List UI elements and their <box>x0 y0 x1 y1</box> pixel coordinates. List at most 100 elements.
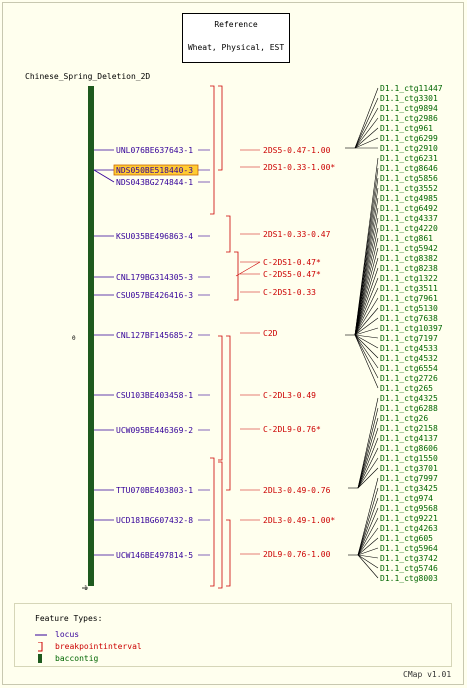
contig-label[interactable]: D1.1_ctg3552 <box>380 184 438 193</box>
breakpoint-label[interactable]: 2DL3-0.49-0.76 <box>263 486 331 495</box>
breakpoint-label[interactable]: 2DL3-0.49-1.00* <box>263 516 335 525</box>
contig-label[interactable]: D1.1_ctg3301 <box>380 94 438 103</box>
contig-label[interactable]: D1.1_ctg605 <box>380 534 433 543</box>
locus-label[interactable]: CSU103BE403458-1 <box>116 391 193 400</box>
contig-label[interactable]: D1.1_ctg8646 <box>380 164 438 173</box>
breakpoint-label[interactable]: 2DS1-0.33-0.47 <box>263 230 331 239</box>
locus-label[interactable]: CNL127BF145685-2 <box>116 331 193 340</box>
correspondence-line <box>354 137 379 149</box>
contig-label[interactable]: D1.1_ctg7197 <box>380 334 438 343</box>
locus-item[interactable]: UCW146BE497814-5 <box>94 551 210 560</box>
contig-label[interactable]: D1.1_ctg265 <box>380 384 433 393</box>
contig-label[interactable]: D1.1_ctg10397 <box>380 324 443 333</box>
contig-label[interactable]: D1.1_ctg2910 <box>380 144 438 153</box>
map-title[interactable]: Chinese_Spring_Deletion_2D <box>25 72 151 81</box>
contig-label[interactable]: D1.1_ctg6299 <box>380 134 438 143</box>
locus-item[interactable]: CNL179BG314305-3 <box>94 273 210 282</box>
breakpoint-label[interactable]: C-2DS1-0.47* <box>263 258 321 267</box>
contig-label[interactable]: D1.1_ctg9568 <box>380 504 438 513</box>
contig-label[interactable]: D1.1_ctg6554 <box>380 364 438 373</box>
breakpoint-bracket[interactable] <box>226 335 231 491</box>
breakpoint-label[interactable]: 2DS1-0.33-1.00* <box>263 163 335 172</box>
contig-label[interactable]: D1.1_ctg7997 <box>380 474 438 483</box>
contig-label[interactable]: D1.1_ctg26 <box>380 414 428 423</box>
contig-label[interactable]: D1.1_ctg4325 <box>380 394 438 403</box>
contig-label[interactable]: D1.1_ctg9894 <box>380 104 438 113</box>
breakpoint-bracket[interactable] <box>234 251 239 301</box>
contig-label[interactable]: D1.1_ctg6288 <box>380 404 438 413</box>
contig-label[interactable]: D1.1_ctg5942 <box>380 244 438 253</box>
contig-label[interactable]: D1.1_ctg3511 <box>380 284 438 293</box>
breakpoint-label[interactable]: 2DS5-0.47-1.00 <box>263 146 331 155</box>
contig-label[interactable]: D1.1_ctg3425 <box>380 484 438 493</box>
contig-label[interactable]: D1.1_ctg8606 <box>380 444 438 453</box>
contig-label[interactable]: D1.1_ctg4985 <box>380 194 438 203</box>
locus-label[interactable]: KSU035BE496863-4 <box>116 232 193 241</box>
locus-label[interactable]: UNL076BE637643-1 <box>116 146 193 155</box>
locus-item[interactable]: CSU057BE426416-3 <box>94 291 210 300</box>
reference-subtitle: Wheat, Physical, EST <box>187 43 285 52</box>
breakpoint-bracket[interactable] <box>218 461 223 589</box>
contig-label[interactable]: D1.1_ctg961 <box>380 124 433 133</box>
contig-label[interactable]: D1.1_ctg7638 <box>380 314 438 323</box>
contig-label[interactable]: D1.1_ctg11447 <box>380 84 443 93</box>
contig-label[interactable]: D1.1_ctg861 <box>380 234 433 243</box>
contig-label[interactable]: D1.1_ctg4263 <box>380 524 438 533</box>
breakpoint-label[interactable]: C-2DS5-0.47* <box>263 270 321 279</box>
breakpoint-label[interactable]: C2D <box>263 329 278 338</box>
contig-label[interactable]: D1.1_ctg5746 <box>380 564 438 573</box>
contig-label[interactable]: D1.1_ctg4533 <box>380 344 438 353</box>
locus-item[interactable]: CNL127BF145685-2 <box>94 331 210 340</box>
contig-label[interactable]: D1.1_ctg2726 <box>380 374 438 383</box>
contig-label[interactable]: D1.1_ctg7961 <box>380 294 438 303</box>
locus-label[interactable]: UCD181BG607432-8 <box>116 516 193 525</box>
locus-item[interactable]: CSU103BE403458-1 <box>94 391 210 400</box>
breakpoint-bracket[interactable] <box>226 519 231 587</box>
breakpoint-bracket[interactable] <box>218 85 223 171</box>
locus-label[interactable]: UCW146BE497814-5 <box>116 551 193 560</box>
contig-label[interactable]: D1.1_ctg3701 <box>380 464 438 473</box>
locus-item[interactable]: TTU070BE403803-1 <box>94 486 210 495</box>
locus-item[interactable]: NDS043BG274844-1 <box>116 178 210 187</box>
contig-label[interactable]: D1.1_ctg8003 <box>380 574 438 583</box>
breakpoint-label[interactable]: C-2DL9-0.76* <box>263 425 321 434</box>
contig-label[interactable]: D1.1_ctg1550 <box>380 454 438 463</box>
contig-label[interactable]: D1.1_ctg5964 <box>380 544 438 553</box>
locus-label[interactable]: CNL179BG314305-3 <box>116 273 193 282</box>
contig-label[interactable]: D1.1_ctg4337 <box>380 214 438 223</box>
locus-label[interactable]: UCW095BE446369-2 <box>116 426 193 435</box>
contig-label[interactable]: D1.1_ctg2986 <box>380 114 438 123</box>
locus-label[interactable]: TTU070BE403803-1 <box>116 486 193 495</box>
contig-label[interactable]: D1.1_ctg6492 <box>380 204 438 213</box>
contig-label[interactable]: D1.1_ctg4137 <box>380 434 438 443</box>
contig-label[interactable]: D1.1_ctg3742 <box>380 554 438 563</box>
contig-label[interactable]: D1.1_ctg4220 <box>380 224 438 233</box>
locus-label[interactable]: NDS043BG274844-1 <box>116 178 193 187</box>
contig-label[interactable]: D1.1_ctg1322 <box>380 274 438 283</box>
locus-label[interactable]: CSU057BE426416-3 <box>116 291 193 300</box>
locus-item[interactable]: NDS050BE518440-3 <box>93 164 210 183</box>
locus-item[interactable]: UCW095BE446369-2 <box>94 426 210 435</box>
chromosome-axis-bar[interactable] <box>88 86 94 586</box>
contig-label[interactable]: D1.1_ctg5130 <box>380 304 438 313</box>
reference-map-box[interactable]: Reference Wheat, Physical, EST <box>182 13 290 63</box>
locus-label[interactable]: NDS050BE518440-3 <box>116 166 193 175</box>
breakpoint-label[interactable]: C-2DS1-0.33 <box>263 288 316 297</box>
breakpoint-label[interactable]: 2DL9-0.76-1.00 <box>263 550 331 559</box>
contig-label[interactable]: D1.1_ctg5856 <box>380 174 438 183</box>
breakpoint-bracket[interactable] <box>210 457 215 587</box>
locus-item[interactable]: KSU035BE496863-4 <box>94 232 210 241</box>
locus-item[interactable]: UCD181BG607432-8 <box>94 516 210 525</box>
breakpoint-bracket[interactable] <box>226 215 231 253</box>
contig-label[interactable]: D1.1_ctg4532 <box>380 354 438 363</box>
breakpoint-bracket[interactable] <box>210 85 215 215</box>
contig-label[interactable]: D1.1_ctg974 <box>380 494 433 503</box>
breakpoint-label[interactable]: C-2DL3-0.49 <box>263 391 316 400</box>
contig-label[interactable]: D1.1_ctg8238 <box>380 264 438 273</box>
locus-item[interactable]: UNL076BE637643-1 <box>94 146 210 155</box>
breakpoint-bracket[interactable] <box>218 335 223 461</box>
contig-label[interactable]: D1.1_ctg8382 <box>380 254 438 263</box>
contig-label[interactable]: D1.1_ctg2158 <box>380 424 438 433</box>
contig-label[interactable]: D1.1_ctg6231 <box>380 154 438 163</box>
contig-label[interactable]: D1.1_ctg9221 <box>380 514 438 523</box>
